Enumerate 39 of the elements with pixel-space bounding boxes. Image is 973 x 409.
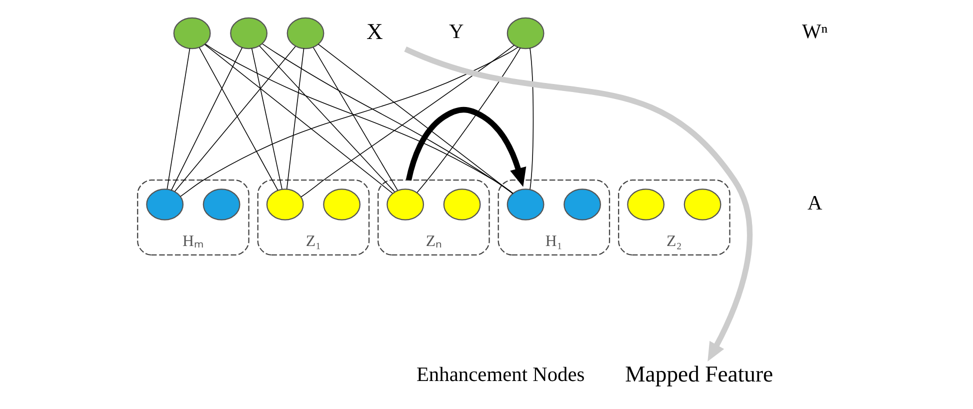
node-circle [386,188,424,220]
cluster: Zₙ [377,180,490,256]
node-circle [506,17,544,50]
node-circle [563,188,600,220]
node-circle [442,188,480,220]
node-circle [230,17,267,50]
node-text: Mapped Feature [624,361,773,386]
connector [170,47,242,191]
node-circle [286,17,324,50]
connector [204,44,392,194]
connector [312,47,398,191]
node-text: X [366,18,382,44]
cluster: Hₘ [136,180,249,256]
connector [258,46,394,192]
connector [198,47,278,191]
label: A [806,192,822,214]
connector [250,48,282,190]
node-circle [626,188,664,220]
node-circle [683,188,721,220]
node-circle [172,17,210,50]
connector [416,48,520,193]
cluster: H₁ [497,180,610,256]
arrow [405,106,526,187]
node-circle [202,188,240,220]
connector [286,48,304,190]
connector [262,44,513,194]
arrow [404,46,752,362]
connector [529,48,534,190]
cluster: Z₂ [618,180,730,256]
connector [166,48,190,190]
node-circle [506,188,544,220]
cluster: Z₁ [256,180,370,256]
node-circle [146,188,184,220]
label: Y [448,21,464,44]
node-circle [322,188,360,220]
connector [174,46,296,192]
node-circle [266,188,304,220]
label: Wⁿ [801,21,828,44]
label: Enhancement Nodes [416,364,584,386]
